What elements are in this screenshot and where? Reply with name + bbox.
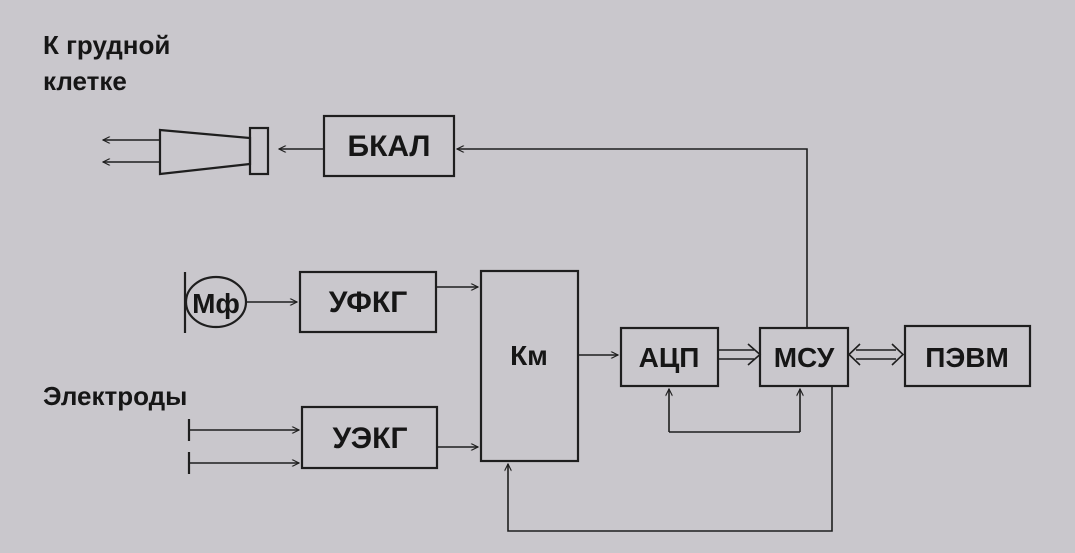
feedback-msu-to-bkal	[457, 149, 808, 328]
block-msu: МСУ	[758, 326, 850, 388]
block-pevm-label: ПЭВМ	[925, 342, 1009, 373]
microphone-icon: Мф	[183, 272, 248, 333]
block-ufkg-label: УФКГ	[329, 286, 407, 319]
block-uekg: УЭКГ	[300, 405, 439, 470]
block-mf-label: Мф	[192, 288, 240, 319]
block-msu-label: МСУ	[774, 342, 835, 373]
block-uekg-label: УЭКГ	[333, 422, 408, 455]
block-acp: АЦП	[619, 326, 720, 388]
block-km-label: Км	[510, 340, 548, 371]
caption-chest-line2: клетке	[43, 66, 127, 96]
block-km: Км	[479, 269, 580, 463]
feedback-msu-to-km	[508, 386, 833, 532]
block-pevm: ПЭВМ	[903, 324, 1032, 388]
bus-arrow-msu-pevm	[847, 343, 905, 366]
block-ufkg: УФКГ	[298, 270, 438, 334]
caption-electrodes: Электроды	[43, 381, 187, 411]
caption-chest-line1: К грудной	[43, 30, 170, 60]
acoustic-emitter-icon	[158, 126, 270, 176]
block-acp-label: АЦП	[639, 342, 700, 373]
block-bkal-label: БКАЛ	[348, 130, 431, 163]
bus-arrow-acp-to-msu	[718, 343, 762, 366]
block-bkal: БКАЛ	[322, 114, 456, 178]
